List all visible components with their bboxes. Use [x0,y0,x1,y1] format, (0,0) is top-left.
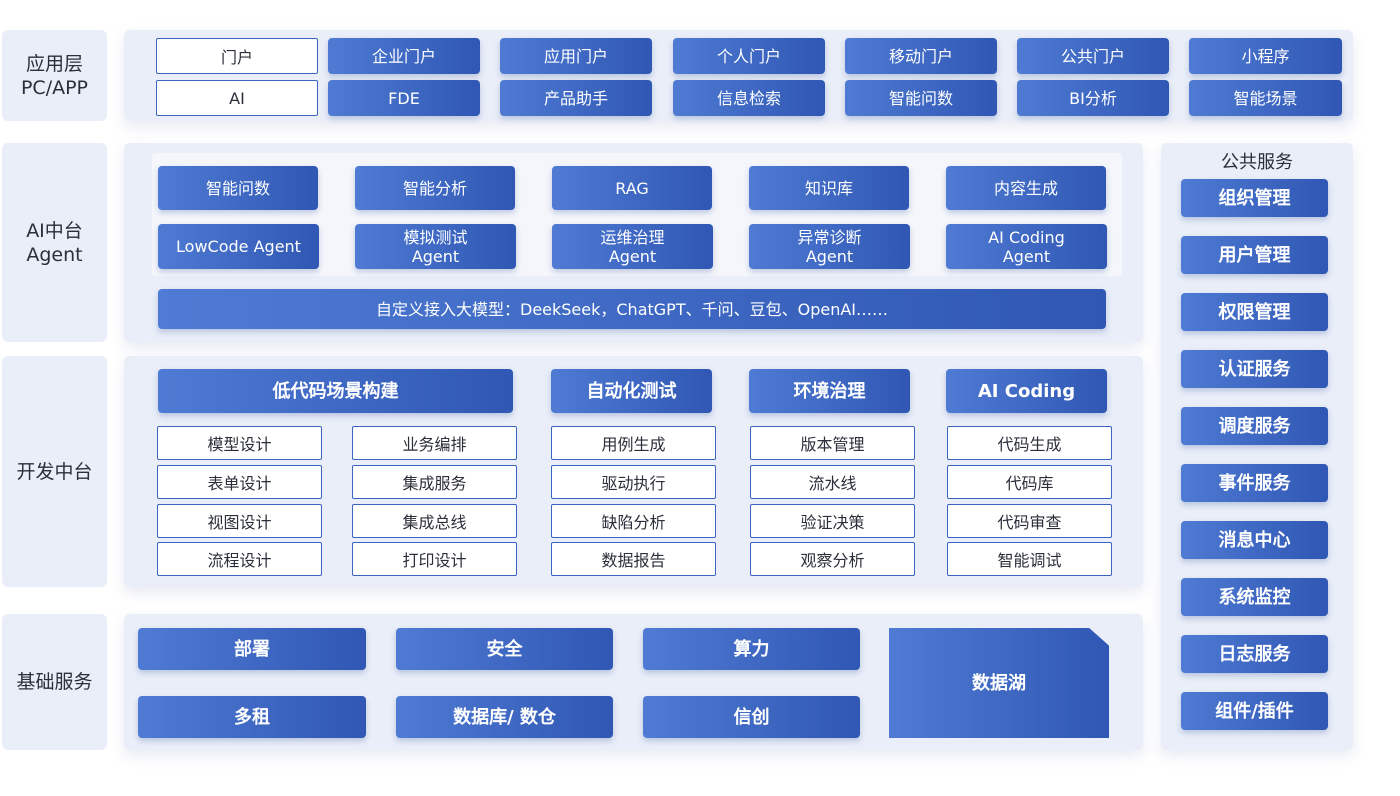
layer-label-ai: AI中台 Agent [2,143,107,342]
dev-case-generation[interactable]: 用例生成 [551,426,716,460]
layer-label-dev: 开发中台 [2,356,107,587]
layer-label-app: 应用层 PC/APP [2,30,107,121]
app-personal-portal[interactable]: 个人门户 [673,38,825,74]
app-bi-analysis[interactable]: BI分析 [1017,80,1169,116]
dev-smart-debug[interactable]: 智能调试 [947,542,1112,576]
dev-driven-execution[interactable]: 驱动执行 [551,465,716,499]
app-smart-scene[interactable]: 智能场景 [1189,80,1342,116]
app-mobile-portal[interactable]: 移动门户 [845,38,997,74]
ai-coding-agent[interactable]: AI Coding Agent [946,224,1107,269]
dev-code-repository[interactable]: 代码库 [947,465,1112,499]
pub-scheduling-service[interactable]: 调度服务 [1181,407,1328,445]
pub-system-monitor[interactable]: 系统监控 [1181,578,1328,616]
dev-defect-analysis[interactable]: 缺陷分析 [551,504,716,538]
dev-pipeline[interactable]: 流水线 [750,465,915,499]
dev-form-design[interactable]: 表单设计 [157,465,322,499]
dev-verification-decision[interactable]: 验证决策 [750,504,915,538]
dev-flow-design[interactable]: 流程设计 [157,542,322,576]
base-database-warehouse[interactable]: 数据库/ 数仓 [396,696,613,738]
ai-lowcode-agent[interactable]: LowCode Agent [158,224,319,269]
dev-view-design[interactable]: 视图设计 [157,504,322,538]
base-data-lake[interactable]: 数据湖 [889,628,1109,738]
app-info-search[interactable]: 信息检索 [673,80,825,116]
ai-rag[interactable]: RAG [552,166,712,210]
dev-data-report[interactable]: 数据报告 [551,542,716,576]
app-fde[interactable]: FDE [328,80,480,116]
pub-permission-management[interactable]: 权限管理 [1181,293,1328,331]
dev-ai-coding-header[interactable]: AI Coding [946,369,1107,413]
base-compute[interactable]: 算力 [643,628,860,670]
dev-business-orchestration[interactable]: 业务编排 [352,426,517,460]
dev-code-generation[interactable]: 代码生成 [947,426,1112,460]
pub-log-service[interactable]: 日志服务 [1181,635,1328,673]
ai-knowledge-base[interactable]: 知识库 [749,166,909,210]
ai-custom-model-bar[interactable]: 自定义接入大模型：DeekSeek，ChatGPT、千问、豆包、OpenAI…… [158,289,1106,329]
base-security[interactable]: 安全 [396,628,613,670]
ai-simulation-test-agent[interactable]: 模拟测试 Agent [355,224,516,269]
app-public-portal[interactable]: 公共门户 [1017,38,1169,74]
pub-component-plugin[interactable]: 组件/插件 [1181,692,1328,730]
app-mini-program[interactable]: 小程序 [1189,38,1342,74]
ai-ops-governance-agent[interactable]: 运维治理 Agent [552,224,713,269]
base-deploy[interactable]: 部署 [138,628,366,670]
dev-lowcode-header[interactable]: 低代码场景构建 [158,369,513,413]
pub-user-management[interactable]: 用户管理 [1181,236,1328,274]
app-portal-box[interactable]: 门户 [156,38,318,74]
app-product-assistant[interactable]: 产品助手 [500,80,652,116]
ai-content-generation[interactable]: 内容生成 [946,166,1106,210]
app-smart-query[interactable]: 智能问数 [845,80,997,116]
base-xinchuang[interactable]: 信创 [643,696,860,738]
dev-version-management[interactable]: 版本管理 [750,426,915,460]
app-application-portal[interactable]: 应用门户 [500,38,652,74]
ai-anomaly-diagnosis-agent[interactable]: 异常诊断 Agent [749,224,910,269]
dev-auto-test-header[interactable]: 自动化测试 [551,369,712,413]
dev-model-design[interactable]: 模型设计 [157,426,322,460]
public-services-title: 公共服务 [1221,152,1293,173]
dev-print-design[interactable]: 打印设计 [352,542,517,576]
app-ai-box[interactable]: AI [156,80,318,116]
pub-org-management[interactable]: 组织管理 [1181,179,1328,217]
dev-code-review[interactable]: 代码审查 [947,504,1112,538]
ai-smart-analysis[interactable]: 智能分析 [355,166,515,210]
base-multi-tenant[interactable]: 多租 [138,696,366,738]
dev-integration-service[interactable]: 集成服务 [352,465,517,499]
layer-label-base: 基础服务 [2,614,107,750]
ai-smart-query[interactable]: 智能问数 [158,166,318,210]
pub-event-service[interactable]: 事件服务 [1181,464,1328,502]
dev-env-governance-header[interactable]: 环境治理 [749,369,910,413]
pub-message-center[interactable]: 消息中心 [1181,521,1328,559]
dev-observation-analysis[interactable]: 观察分析 [750,542,915,576]
pub-auth-service[interactable]: 认证服务 [1181,350,1328,388]
dev-integration-bus[interactable]: 集成总线 [352,504,517,538]
app-enterprise-portal[interactable]: 企业门户 [328,38,480,74]
